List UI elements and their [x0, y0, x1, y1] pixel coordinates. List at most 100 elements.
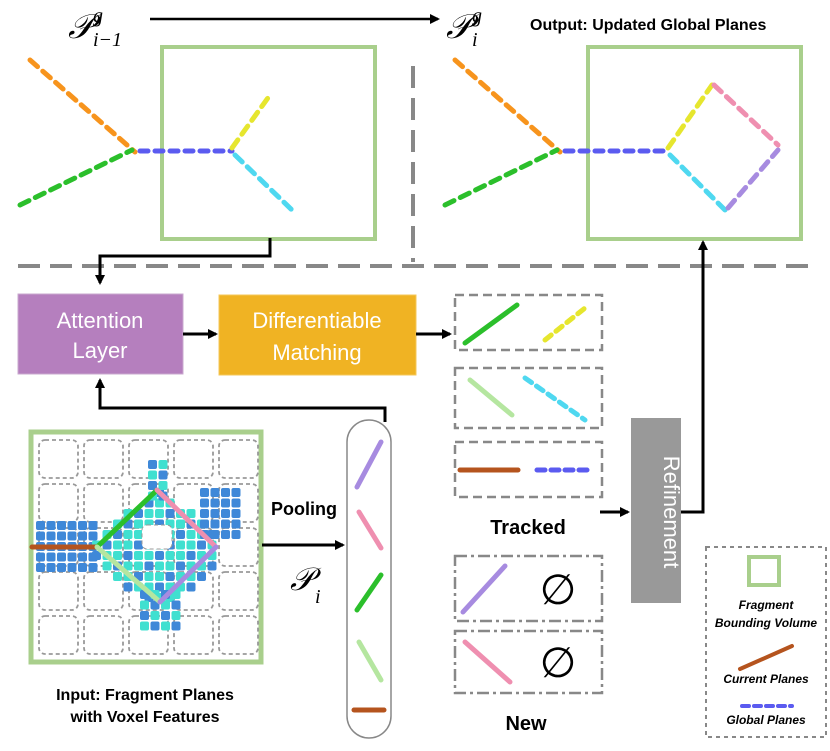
voxel — [123, 561, 133, 571]
voxel-grid-cell — [83, 439, 124, 479]
voxel — [165, 561, 175, 571]
voxel — [57, 563, 66, 572]
legend-fragment-2: Bounding Volume — [715, 616, 818, 630]
legend-fragment-swatch — [747, 555, 781, 587]
plane-orange — [452, 57, 563, 155]
legend-current-swatch — [738, 644, 794, 671]
pooled-pink — [356, 509, 384, 551]
voxel — [46, 531, 56, 541]
input-title-line1: Input: Fragment Planes — [56, 687, 234, 704]
voxel — [186, 509, 196, 518]
plane-green — [94, 487, 160, 550]
voxel — [155, 498, 164, 508]
voxel — [155, 509, 164, 518]
voxel — [186, 530, 196, 539]
tracked-pair-3 — [453, 440, 604, 499]
new-label: New — [505, 713, 547, 735]
new-pair-2: ∅ — [453, 629, 604, 695]
voxel — [140, 621, 149, 631]
svg-text:i: i — [472, 29, 478, 51]
voxel — [46, 521, 56, 530]
voxel — [67, 531, 77, 541]
voxel — [200, 488, 209, 497]
voxel — [88, 531, 98, 541]
voxel-grid-cell — [128, 615, 169, 655]
plane-green — [442, 147, 560, 208]
voxel — [221, 509, 230, 518]
voxel-grid-cell — [38, 483, 79, 523]
voxel — [36, 552, 45, 562]
voxel-grid-cell — [83, 483, 124, 523]
empty-set-icon: ∅ — [540, 565, 577, 614]
voxel — [123, 582, 133, 592]
voxel — [171, 600, 181, 610]
plane-yellow — [665, 82, 715, 151]
matching-label-2: Matching — [272, 340, 361, 365]
voxel — [176, 530, 185, 539]
refinement-label: Refinement — [659, 456, 684, 569]
voxel-grid-cell — [38, 571, 79, 611]
voxel — [161, 621, 170, 631]
voxel — [200, 498, 209, 508]
voxel-grid-cell — [173, 615, 214, 655]
voxel — [148, 470, 157, 480]
voxel — [134, 530, 143, 539]
plane-pink — [154, 487, 219, 550]
voxel — [155, 582, 164, 592]
plane-purple — [157, 544, 219, 605]
input-fragment-voxels — [28, 429, 264, 665]
attention-layer-block: Attention Layer — [17, 293, 184, 375]
voxel — [78, 521, 87, 530]
input-title-line2: with Voxel Features — [69, 709, 219, 726]
prev-global-planes-label: 𝒫 g i−1 — [68, 5, 122, 51]
voxel — [92, 551, 101, 560]
svg-text:i−1: i−1 — [93, 29, 122, 51]
legend-fragment-1: Fragment — [739, 598, 795, 612]
voxel — [113, 551, 122, 560]
voxel — [123, 530, 133, 539]
attention-label-1: Attention — [57, 308, 144, 333]
voxel — [123, 540, 133, 550]
pooled-green — [354, 572, 384, 613]
curr-global-planes-label: 𝒫 g i — [446, 5, 482, 51]
voxel — [88, 521, 98, 530]
voxel — [171, 590, 181, 599]
voxel — [231, 498, 241, 508]
voxel — [78, 563, 87, 572]
voxel — [197, 572, 206, 581]
voxel — [231, 530, 241, 539]
prev-global-planes-diagram — [17, 45, 377, 241]
pooled-light-green — [356, 639, 384, 683]
legend-current: Current Planes — [723, 672, 809, 686]
voxel — [231, 509, 241, 518]
tracked-label: Tracked — [490, 517, 566, 539]
tracked-pair-2 — [453, 366, 604, 430]
plane-orange — [27, 57, 138, 155]
plane-purple — [725, 147, 781, 211]
voxel — [46, 563, 56, 572]
voxel — [186, 540, 196, 550]
voxel — [150, 611, 160, 620]
voxel — [140, 600, 149, 610]
plane-cyan — [667, 152, 728, 213]
voxel — [36, 521, 45, 530]
plane-light-green — [94, 544, 163, 605]
legend: Fragment Bounding Volume Current Planes … — [705, 546, 827, 738]
voxel — [176, 540, 185, 550]
pooled-purple — [354, 439, 384, 490]
voxel — [221, 530, 230, 539]
voxel — [113, 540, 122, 550]
voxel — [231, 488, 241, 497]
voxel — [148, 460, 157, 469]
pooled-plane-features — [346, 419, 392, 739]
voxel — [150, 621, 160, 631]
voxel — [207, 561, 217, 571]
voxel — [186, 582, 196, 592]
voxel — [171, 611, 181, 620]
fragment-bounding-volume-updated — [586, 45, 803, 241]
voxel — [165, 509, 175, 518]
voxel — [210, 509, 220, 518]
voxel-grid-cell — [218, 439, 259, 479]
plane-green — [17, 147, 135, 208]
pooling-label: Pooling — [271, 499, 337, 519]
